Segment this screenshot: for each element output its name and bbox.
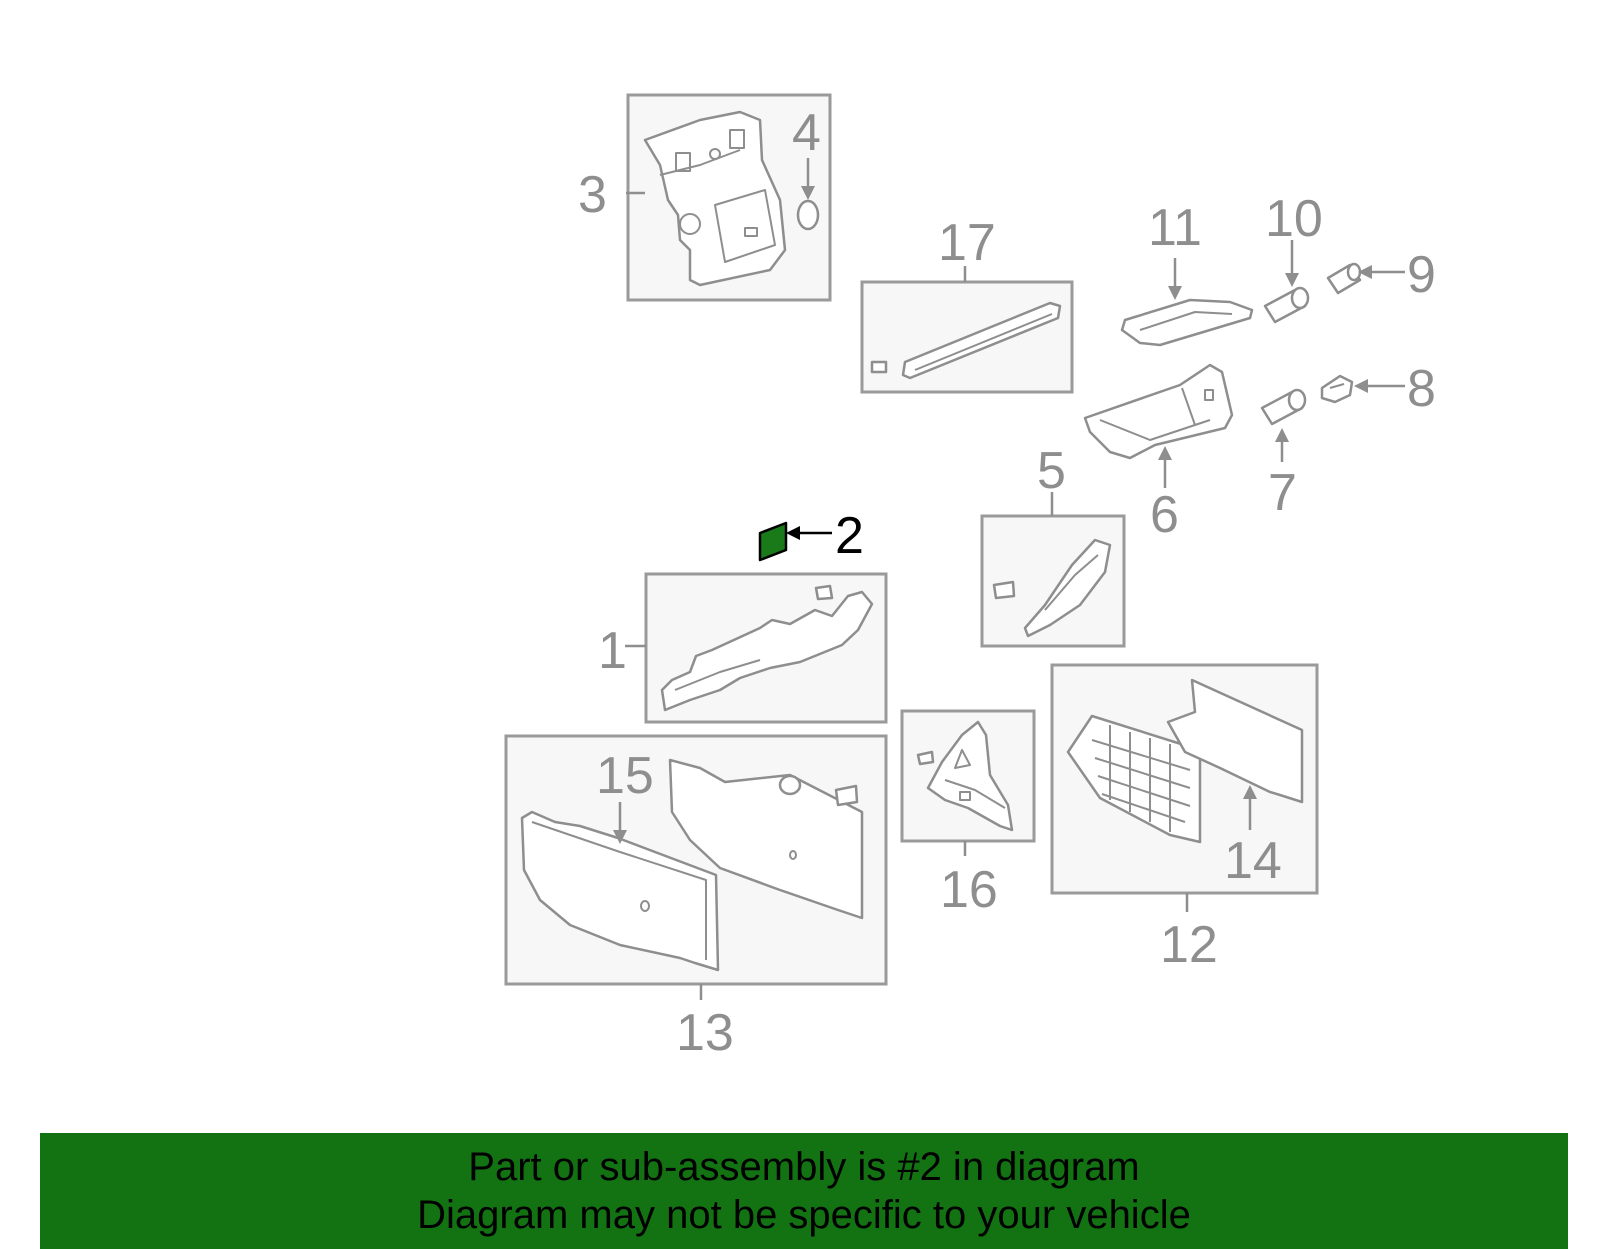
part-group-13: 15 13: [504, 734, 888, 1062]
callout-7: 7: [1268, 464, 1297, 522]
part-6-bracket: [1083, 363, 1234, 460]
part-box-5: [980, 514, 1126, 648]
part-group-1: 1: [598, 572, 888, 724]
callout-15: 15: [596, 747, 654, 805]
part-group-3: 3 4: [578, 93, 832, 302]
banner-line-disclaimer: Diagram may not be specific to your vehi…: [417, 1193, 1191, 1237]
callout-14: 14: [1224, 832, 1282, 890]
part-8-clip: [1320, 374, 1354, 404]
part-15-panel: [520, 810, 720, 972]
callout-12: 12: [1160, 916, 1218, 974]
callout-16: 16: [940, 861, 998, 919]
callout-9: 9: [1407, 246, 1436, 304]
callout-10: 10: [1265, 190, 1323, 248]
part-group-12: 14 12: [1050, 663, 1319, 974]
callout-8: 8: [1407, 360, 1436, 418]
callout-13: 13: [676, 1004, 734, 1062]
info-banner: Part or sub-assembly is #2 in diagram Di…: [40, 1133, 1568, 1249]
part-2-highlighted[interactable]: 2: [758, 507, 864, 565]
banner-line-part-info: Part or sub-assembly is #2 in diagram: [468, 1145, 1140, 1189]
callout-4: 4: [792, 104, 821, 162]
callout-1: 1: [598, 622, 627, 680]
callout-5: 5: [1037, 442, 1066, 500]
part-4-ring: [796, 199, 820, 231]
callout-6: 6: [1150, 486, 1179, 544]
callout-17: 17: [938, 214, 996, 272]
callout-3: 3: [578, 166, 607, 224]
part-14-panel: [1166, 678, 1304, 804]
part-10-cylinder: [1263, 286, 1310, 324]
parts-diagram: 3 4 17 11 10 9: [504, 93, 1436, 1062]
part-group-16: 16: [900, 709, 1036, 919]
callout-11: 11: [1148, 199, 1202, 257]
part-group-17: 17: [860, 214, 1074, 394]
part-7-cylinder: [1260, 388, 1307, 426]
part-9-plug: [1326, 262, 1362, 295]
part-group-5: 5: [980, 442, 1126, 648]
part-group-6-to-11: 11 10 9 8 7: [1083, 190, 1436, 544]
part-11-tray: [1120, 298, 1254, 347]
callout-2: 2: [835, 507, 864, 565]
